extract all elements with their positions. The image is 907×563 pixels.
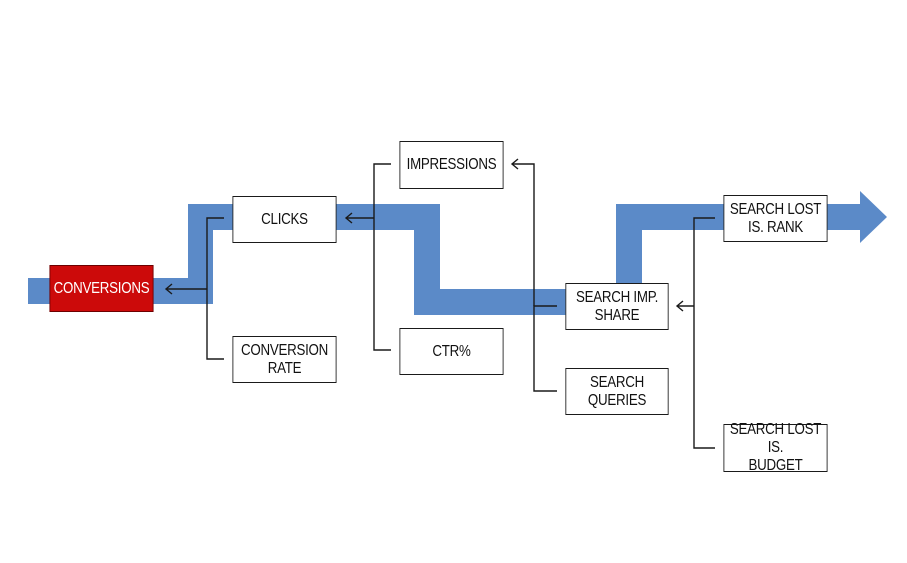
connector-line xyxy=(512,163,535,306)
node-search-queries: SEARCH QUERIES xyxy=(565,368,669,415)
node-conversions: CONVERSIONS xyxy=(49,265,154,312)
connectors xyxy=(164,158,715,449)
arrow-icon xyxy=(675,300,684,312)
node-search-imp-share: SEARCH IMP. SHARE xyxy=(565,283,669,330)
node-search-lost-rank: SEARCH LOST IS. RANK xyxy=(723,195,828,242)
arrow-icon xyxy=(344,212,353,224)
flow-arrowhead-icon xyxy=(860,191,887,243)
connector-line xyxy=(533,305,557,392)
node-conversion-rate: CONVERSION RATE xyxy=(232,336,337,383)
arrow-icon xyxy=(510,158,519,170)
node-impressions: IMPRESSIONS xyxy=(399,141,504,189)
flow-band xyxy=(28,191,887,315)
node-ctr: CTR% xyxy=(399,328,504,375)
arrow-icon xyxy=(164,283,173,295)
node-search-lost-budget: SEARCH LOST IS. BUDGET xyxy=(723,421,828,474)
connector-line xyxy=(373,163,391,351)
node-clicks: CLICKS xyxy=(232,196,337,243)
connector-line xyxy=(693,217,715,449)
